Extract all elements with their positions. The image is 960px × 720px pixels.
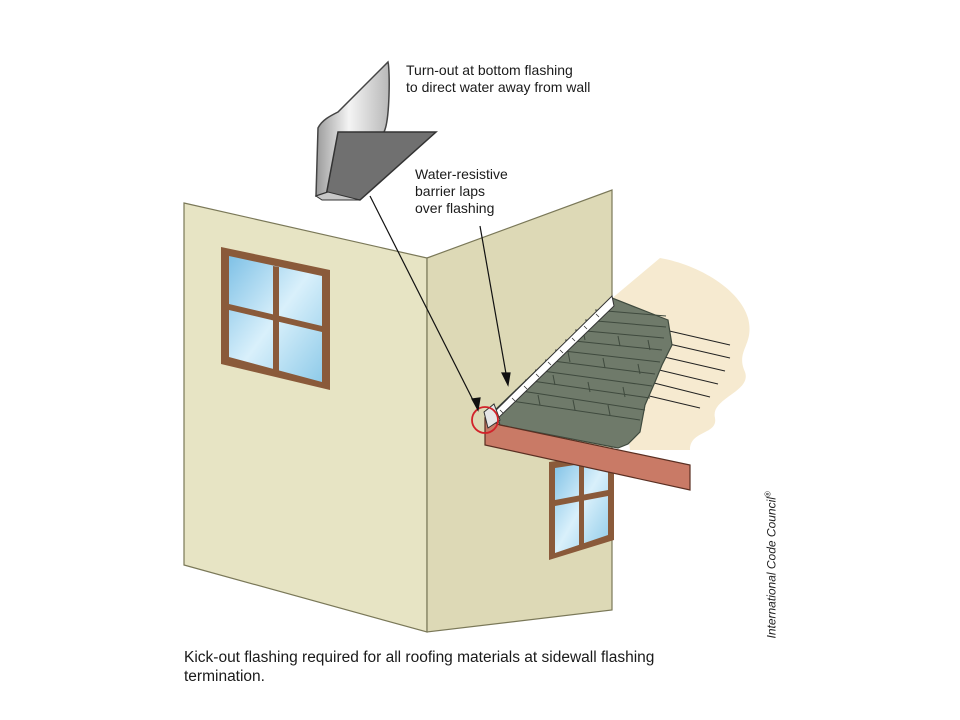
credit-name: International Code Council [764,497,779,639]
callout-wrb-line-2: barrier laps [415,183,486,199]
caption-line-1: Kick-out flashing required for all roofi… [184,649,655,666]
leader-lines [369,195,511,412]
roof [483,258,750,491]
window-right [549,453,614,560]
callout-turnout-line-1: Turn-out at bottom flashing [406,62,573,78]
caption-line-2: termination. [184,668,265,685]
callout-water-resistive-barrier: Water-resistive barrier laps over flashi… [415,166,508,217]
kickout-flashing [483,403,501,429]
callout-wrb-line-1: Water-resistive [415,166,508,182]
callout-turnout-flashing: Turn-out at bottom flashing to direct wa… [406,62,590,96]
window-left [221,247,330,390]
flashing-detail [314,60,438,201]
callout-wrb-line-3: over flashing [415,200,495,216]
callout-turnout-line-2: to direct water away from wall [406,79,591,95]
figure-caption: Kick-out flashing required for all roofi… [184,648,784,686]
registered-mark: ® [763,491,773,498]
credit-text: International Code Council® [763,449,779,639]
kickout-highlight-circle [471,406,499,434]
